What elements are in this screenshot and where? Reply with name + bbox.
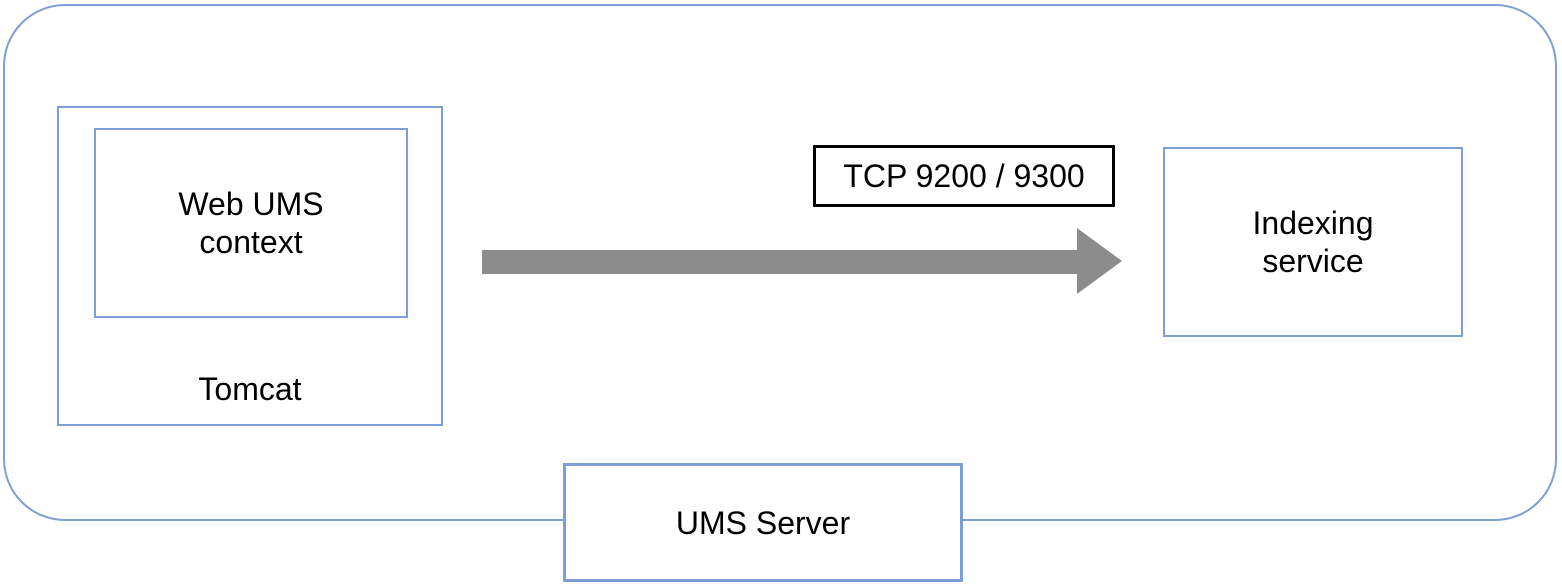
node-web-ums-context: Web UMS context [94, 128, 408, 318]
node-tomcat: Web UMS context Tomcat [57, 106, 443, 426]
indexing-service-label-line2: service [1262, 243, 1364, 279]
web-ums-context-label: Web UMS context [178, 185, 323, 261]
indexing-service-label: Indexing service [1253, 204, 1374, 280]
connection-arrow-shaft [482, 250, 1077, 274]
node-indexing-service: Indexing service [1163, 147, 1463, 337]
tomcat-label: Tomcat [198, 371, 302, 407]
ums-server-label: UMS Server [675, 504, 851, 541]
connection-label-box: TCP 9200 / 9300 [813, 145, 1115, 207]
connection-arrow-head [1077, 228, 1122, 294]
node-ums-server: UMS Server [563, 463, 963, 582]
web-ums-context-label-line1: Web UMS [178, 186, 324, 222]
connection-label: TCP 9200 / 9300 [843, 157, 1085, 194]
web-ums-context-label-line2: context [199, 224, 303, 260]
indexing-service-label-line1: Indexing [1252, 205, 1374, 241]
